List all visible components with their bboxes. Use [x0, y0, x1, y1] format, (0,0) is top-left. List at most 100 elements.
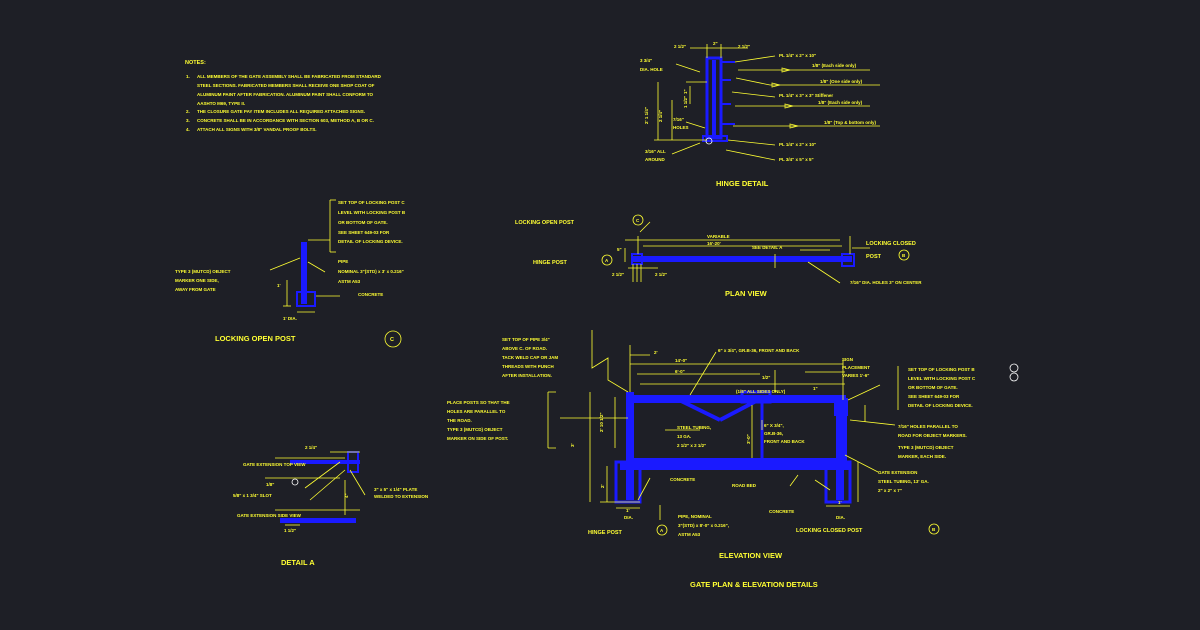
detail-a-dim-4in: 4": [344, 493, 349, 498]
elev-right-note-2: LEVEL WITH LOCKING POST C: [908, 376, 976, 381]
lop-dim-dia: 1' DIA.: [283, 316, 297, 321]
hinge-1in-dim: 1": [683, 89, 688, 94]
elev-sign-3: VARIES 1'-6": [842, 373, 869, 378]
plan-marker-b: B: [902, 253, 906, 258]
hinge-holes-dim: 7/16": [673, 117, 684, 122]
hinge-detail-geometry: [654, 44, 880, 161]
elev-dim-2ft-left: 2': [600, 484, 605, 488]
elev-place-note-4: TYPE 3 (MUTCD) OBJECT: [447, 427, 503, 432]
note-4-number: 4.: [186, 127, 190, 132]
detail-a-weld: 1/8": [266, 482, 274, 487]
plan-see-detail-a: SEE DETAIL A: [752, 245, 783, 250]
notes-heading: NOTES:: [185, 60, 206, 66]
plan-gate-bar: [632, 256, 852, 262]
locking-closed-post-pipe: [836, 415, 844, 500]
elev-marker-a-circle: [656, 524, 668, 536]
elev-sign-2: PLACEMENT: [842, 365, 870, 370]
locking-open-marker-circle: [384, 330, 402, 348]
locking-open-post-detail: SET TOP OF LOCKING POST C LEVEL WITH LOC…: [175, 199, 406, 348]
locking-open-post-title: LOCKING OPEN POST: [215, 334, 296, 343]
hinge-weld-each-1: 1/8" (Each side only): [812, 63, 857, 68]
hinge-weld-all: 3/16" ALL: [645, 149, 666, 154]
elev-right-mid-4: MARKER, EACH SIDE.: [898, 454, 946, 459]
elev-dim-half: 1/2": [762, 375, 770, 380]
detail-a-top-view: GATE EXTENSION TOP VIEW: [243, 462, 306, 467]
elev-right-note-1: SET TOP OF LOCKING POST B: [908, 367, 975, 372]
elev-dim-14ft: 14'-0": [675, 358, 687, 363]
elev-concrete-right: CONCRETE: [769, 509, 794, 514]
elev-place-note-3: THE ROAD.: [447, 418, 472, 423]
hinge-dim-right: 2 1/2": [738, 44, 750, 49]
note-3-line-1: CONCRETE SHALL BE IN ACCORDANCE WITH SEC…: [197, 118, 374, 123]
elev-pipe-bottom-1: PIPE, NOMINAL: [678, 514, 712, 519]
locking-post-pipe: [301, 242, 307, 304]
elevation-view-geometry: [547, 330, 1019, 536]
elev-right-note-5: DETAIL OF LOCKING DEVICE.: [908, 403, 973, 408]
road-bed-slab: [620, 462, 850, 470]
elev-dim-2-10: 2' 10 1/2": [599, 413, 604, 432]
plan-dim-left: 2 1/2": [612, 272, 624, 277]
elev-plate-2: GR.B-36,: [764, 431, 783, 436]
note-2-number: 2.: [186, 109, 190, 114]
elev-hinge-post: HINGE POST: [588, 530, 623, 536]
elev-place-note-1: PLACE POSTS SO THAT THE: [447, 400, 510, 405]
hinge-plate-top: PL 1/4" x 2" x 10": [779, 53, 816, 58]
elev-right-note-3: OR BOTTOM OF GATE.: [908, 385, 958, 390]
elev-dim-6ft: 6'-0": [675, 369, 685, 374]
elev-dia-left: DIA.: [624, 515, 633, 520]
plan-holes-note: 7/16" DIA. HOLES 3" ON CENTER: [850, 280, 922, 285]
elev-right-mid-3: TYPE 3 (MUTCD) OBJECT: [898, 445, 954, 450]
plan-5in-dim: 5": [617, 247, 622, 252]
detail-a: 2 1/4" GATE EXTENSION TOP VIEW 1/8" 5/8"…: [233, 445, 428, 567]
lop-pipe-1: PIPE: [338, 259, 348, 264]
note-2-line-1: THE CLOSURE GATE PAY ITEM INCLUDES ALL R…: [197, 109, 365, 114]
elev-pipe-note-1: SET TOP OF PIPE 3/4": [502, 337, 550, 342]
gate-top-rail: [628, 395, 846, 403]
elev-pipe-bottom-2: 3"(STD) x 8'-0" x 0.216",: [678, 523, 729, 528]
plan-variable-label: VARIABLE: [707, 234, 730, 239]
elev-dia-right: DIA.: [836, 515, 845, 520]
note-4-line-1: ATTACH ALL SIGNS WITH 3/8" VANDAL PROOF …: [197, 127, 316, 132]
hinge-dim-center: 2": [713, 41, 718, 46]
plan-marker-a-circle: [601, 254, 613, 266]
hinge-plate-bottom: PL 1/4" x 2" x 10": [779, 142, 816, 147]
elev-pipe-note-3: TACK WELD CAP OR JAM: [502, 355, 558, 360]
plan-locking-open-post: LOCKING OPEN POST: [515, 220, 575, 226]
notes-block: NOTES: 1. ALL MEMBERS OF THE GATE ASSEMB…: [185, 60, 382, 132]
lop-note-3: OR BOTTOM OF GATE.: [338, 220, 388, 225]
plan-view-title: PLAN VIEW: [725, 289, 768, 298]
plan-locking-closed-line-1: LOCKING CLOSED: [866, 241, 916, 247]
lop-left-3: AWAY FROM GATE: [175, 287, 216, 292]
detail-a-title: DETAIL A: [281, 558, 315, 567]
elev-place-note-2: HOLES ARE PARALLEL TO: [447, 409, 506, 414]
elev-marker-a: A: [660, 528, 664, 533]
lop-left-2: MARKER ONE SIDE,: [175, 278, 219, 283]
plan-view: LOCKING OPEN POST HINGE POST LOCKING CLO…: [515, 214, 922, 298]
elev-dim-3ft-0: 3'-0": [746, 434, 751, 444]
hinge-base-plate-label: PL 3/4" x 5" x 5": [779, 157, 814, 162]
elev-dim-2ft-top: 2': [654, 350, 658, 355]
plan-hinge-post: HINGE POST: [533, 260, 568, 266]
hinge-inner-dim: 2 1/4": [658, 110, 663, 122]
lop-concrete: CONCRETE: [358, 292, 383, 297]
elev-top-plate: 6" x 3/4", GR.B-36, FRONT AND BACK: [718, 348, 800, 353]
detail-a-top-bar: [290, 460, 360, 464]
elev-pipe-bottom-3: ASTM A53: [678, 532, 701, 537]
elev-pipe-note-5: AFTER INSTALLATION.: [502, 373, 552, 378]
hinge-hole-dim: 3 3/4": [640, 58, 652, 63]
hinge-weld-one-side: 1/8" (One side only): [820, 79, 863, 84]
elev-marker-b-circle: [928, 523, 940, 535]
plan-length-label: 16'-20': [707, 241, 721, 246]
detail-a-dim-bottom: 1 1/2": [284, 528, 296, 533]
lop-note-5: DETAIL OF LOCKING DEVICE.: [338, 239, 403, 244]
lop-note-2: LEVEL WITH LOCKING POST B: [338, 210, 406, 215]
hinge-holes-label: HOLES: [673, 125, 689, 130]
elev-gate-ext-2: STEEL TUBING, 13' GA.: [878, 479, 929, 484]
hinge-post-pipe: [626, 392, 634, 500]
lop-left-1: TYPE 3 (MUTCD) OBJECT: [175, 269, 231, 274]
lop-pipe-2: NOMINAL 3"(STD) x 3' x 0.216": [338, 269, 404, 274]
hinge-1-1-2-dim: 1 1/2": [683, 96, 688, 108]
elev-pipe-note-4: THREADS WITH PUNCH: [502, 364, 554, 369]
plan-locking-closed-line-2: POST: [866, 254, 882, 260]
plan-marker-b-circle: [898, 249, 910, 261]
